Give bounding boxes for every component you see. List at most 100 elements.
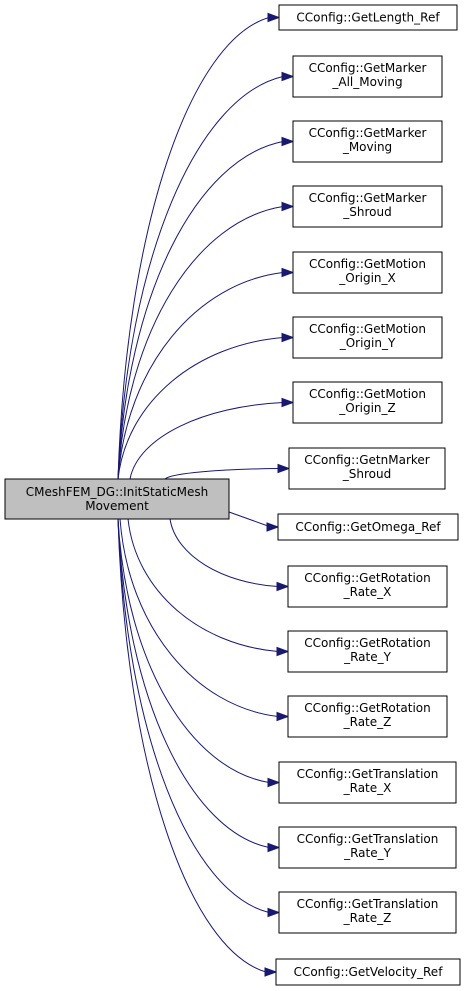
call-edge bbox=[164, 468, 280, 480]
callee-node[interactable]: CConfig::GetLength_Ref bbox=[278, 4, 458, 31]
callee-node[interactable]: CConfig::GetMotion_Origin_Y bbox=[292, 316, 443, 359]
callee-node-label-line-2: _Origin_Z bbox=[338, 401, 396, 415]
call-edge bbox=[117, 518, 270, 913]
callee-node-box bbox=[292, 251, 443, 294]
callee-node-label-line-1: CConfig::GetMarker bbox=[309, 61, 427, 75]
callee-node-label-line-1: CConfig::GetRotation bbox=[304, 636, 431, 650]
call-edge bbox=[228, 511, 269, 527]
call-edge bbox=[117, 518, 267, 973]
callee-node-box bbox=[292, 185, 443, 228]
call-edge bbox=[119, 518, 279, 717]
root-node-label-line-1: CMeshFEM_DG::InitStaticMesh bbox=[26, 485, 209, 499]
callee-node-label-line-1: CConfig::GetLength_Ref bbox=[296, 11, 440, 25]
callee-node-box bbox=[275, 958, 461, 986]
callee-node-label-line-1: CConfig::GetMarker bbox=[309, 191, 427, 205]
call-edge-arrowhead bbox=[281, 332, 295, 343]
callee-node-box bbox=[278, 826, 457, 869]
callee-node-label-line-2: _Shroud bbox=[342, 205, 391, 219]
callee-node-label-line-2: _Rate_Y bbox=[343, 846, 392, 860]
callee-node-box bbox=[288, 447, 446, 490]
callee-node-label-line-1: CConfig::GetMotion bbox=[309, 387, 426, 401]
callee-node-label-line-2: _Rate_X bbox=[343, 781, 392, 795]
callee-node-label-line-2: _All_Moving bbox=[331, 75, 402, 89]
call-edge bbox=[117, 272, 284, 480]
call-edge bbox=[169, 518, 279, 587]
callee-node-label-line-2: _Rate_Z bbox=[343, 715, 392, 729]
root-node-label-line-2: Movement bbox=[85, 499, 149, 513]
callee-node[interactable]: CConfig::GetMarker_Shroud bbox=[292, 185, 443, 228]
callee-node-box bbox=[278, 4, 458, 31]
call-edge-arrowhead bbox=[267, 907, 281, 918]
call-edge bbox=[117, 518, 270, 783]
call-edge-arrowhead bbox=[267, 777, 281, 788]
callee-node-box bbox=[287, 565, 448, 608]
call-edge bbox=[117, 337, 284, 480]
callee-node[interactable]: CConfig::GetTranslation_Rate_Z bbox=[278, 891, 457, 934]
callee-node-label-line-2: _Shroud bbox=[342, 467, 391, 481]
call-edge bbox=[117, 17, 270, 480]
callee-node-label-line-1: CConfig::GetOmega_Ref bbox=[295, 520, 441, 534]
call-edge-arrowhead bbox=[281, 267, 295, 278]
call-edge bbox=[117, 206, 284, 480]
callee-node[interactable]: CConfig::GetOmega_Ref bbox=[277, 513, 459, 541]
call-edge-arrowhead bbox=[267, 12, 281, 23]
call-edge-arrowhead bbox=[266, 522, 280, 532]
callee-node-label-line-1: CConfig::GetnMarker bbox=[304, 453, 430, 467]
callee-node-label-line-1: CConfig::GetVelocity_Ref bbox=[294, 965, 444, 979]
callee-node[interactable]: CConfig::GetMarker_Moving bbox=[292, 120, 443, 163]
call-edge-arrowhead bbox=[264, 967, 278, 977]
callee-node[interactable]: CConfig::GetMotion_Origin_Z bbox=[292, 381, 443, 424]
callee-node-box bbox=[292, 316, 443, 359]
callee-node-box bbox=[292, 55, 443, 98]
callee-node-label-line-1: CConfig::GetMotion bbox=[309, 257, 426, 271]
callee-node-label-line-2: _Moving bbox=[342, 140, 392, 154]
call-edge bbox=[127, 518, 279, 652]
call-edge-arrowhead bbox=[276, 711, 290, 722]
call-edge bbox=[129, 402, 284, 480]
callee-node[interactable]: CConfig::GetnMarker_Shroud bbox=[288, 447, 446, 490]
callee-node-label-line-1: CConfig::GetMotion bbox=[309, 322, 426, 336]
call-edge-arrowhead bbox=[276, 646, 290, 657]
call-edge bbox=[117, 518, 270, 848]
callee-node-label-line-1: CConfig::GetTranslation bbox=[297, 897, 439, 911]
callee-node-box bbox=[278, 761, 457, 804]
callee-node[interactable]: CConfig::GetMarker_All_Moving bbox=[292, 55, 443, 98]
call-edge-arrowhead bbox=[276, 581, 290, 592]
callee-node-box bbox=[277, 513, 459, 541]
call-edge-arrowhead bbox=[281, 397, 295, 408]
root-node-box bbox=[4, 478, 230, 520]
callee-node-box bbox=[287, 695, 448, 738]
root-node[interactable]: CMeshFEM_DG::InitStaticMesh Movement bbox=[4, 478, 230, 520]
call-edge-arrowhead bbox=[281, 71, 295, 82]
callee-node[interactable]: CConfig::GetRotation_Rate_X bbox=[287, 565, 448, 608]
call-edge-arrowhead bbox=[281, 201, 295, 212]
callee-node[interactable]: CConfig::GetRotation_Rate_Z bbox=[287, 695, 448, 738]
callee-node[interactable]: CConfig::GetMotion_Origin_X bbox=[292, 251, 443, 294]
callee-node[interactable]: CConfig::GetTranslation_Rate_X bbox=[278, 761, 457, 804]
callee-nodes: CConfig::GetLength_RefCConfig::GetMarker… bbox=[275, 4, 461, 986]
callee-node-label-line-1: CConfig::GetTranslation bbox=[297, 767, 439, 781]
callee-node[interactable]: CConfig::GetRotation_Rate_Y bbox=[287, 630, 448, 673]
call-edge-arrowhead bbox=[267, 842, 281, 853]
call-edge bbox=[117, 76, 284, 480]
call-edge-arrowhead bbox=[281, 136, 295, 147]
callee-node-label-line-1: CConfig::GetRotation bbox=[304, 571, 431, 585]
callee-node[interactable]: CConfig::GetVelocity_Ref bbox=[275, 958, 461, 986]
callee-node-box bbox=[287, 630, 448, 673]
call-edges bbox=[117, 12, 295, 977]
callee-node-label-line-2: _Origin_X bbox=[338, 271, 396, 285]
callee-node-label-line-1: CConfig::GetMarker bbox=[309, 126, 427, 140]
callee-node[interactable]: CConfig::GetTranslation_Rate_Y bbox=[278, 826, 457, 869]
callee-node-label-line-2: _Rate_Z bbox=[343, 911, 392, 925]
callee-node-box bbox=[292, 381, 443, 424]
callee-node-label-line-1: CConfig::GetRotation bbox=[304, 701, 431, 715]
call-edge bbox=[117, 141, 284, 480]
callee-node-label-line-2: _Rate_X bbox=[343, 585, 392, 599]
callee-node-label-line-2: _Origin_Y bbox=[339, 336, 396, 350]
callee-node-box bbox=[278, 891, 457, 934]
callee-node-box bbox=[292, 120, 443, 163]
callee-node-label-line-2: _Rate_Y bbox=[343, 650, 392, 664]
callee-node-label-line-1: CConfig::GetTranslation bbox=[297, 832, 439, 846]
call-edge-arrowhead bbox=[277, 463, 291, 474]
